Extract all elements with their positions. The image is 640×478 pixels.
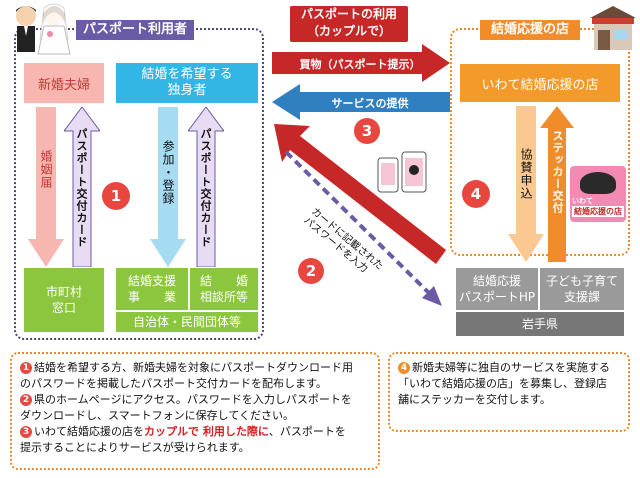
note-3-emph: カップルで 利用した際に [144,425,269,438]
phone-icon [376,150,436,196]
note-1-num: 1 [20,362,32,374]
single-label-line2: 独身者 [167,83,207,98]
note-2-num: 2 [20,394,32,406]
shop-icon [588,4,638,52]
participation-label: 参加・登録 [161,140,175,205]
cooperation-label: 協賛申込 [519,148,533,200]
download-arrow [270,118,450,268]
step-1-circle: 1 [102,182,130,210]
center-title-line2: （カップルで） [306,24,391,38]
marriage-registration-arrow [28,107,64,267]
hp-line1: 結婚応援 [472,274,521,288]
hp-line2: パスポートHP [458,290,536,304]
childcare-line2: 支援課 [563,290,600,304]
right-header: 結婚応援の店 [480,20,580,40]
step-3-circle: 3 [354,118,380,144]
passport-card-arrow-1 [63,106,101,268]
note-1-line1: 結婚を希望する方、新婚夫婦を対象にパスポートダウンロード用 [34,361,353,374]
password-arrow [282,148,446,310]
note-3-post: 、パスポートを [268,425,346,438]
consultation-box: 結 婚 相談所等 [190,268,258,310]
childcare-division-box: 子ども子育て 支援課 [540,268,624,310]
shopping-arrow [272,44,450,82]
note-4-line1: 新婚夫婦等に独自のサービスを実施する [412,361,610,374]
single-person-box: 結婚を希望する 独身者 [116,63,258,103]
step-4-circle: 4 [462,180,490,208]
store-box: いわて結婚応援の店 [460,64,620,102]
passport-card-label-2: パスポート交付カード [199,128,212,248]
participation-arrow [150,107,186,267]
center-title-line1: パスポートの利用 [300,7,397,21]
sticker-text-line2: 結婚応援の店 [572,206,624,217]
service-label: サービスの提供 [331,97,409,110]
note-4-num: 4 [398,362,410,374]
note-4b: 「いわて結婚応援の店」を募集し、登録店 [398,377,607,390]
prefecture-box: 岩手県 [456,312,624,336]
sticker-text-line1: いわて [572,197,593,205]
step-2-circle: 2 [298,258,324,284]
note-2b: ダウンロードし、スマートフォンに保存してください。 [20,409,295,422]
note-3-num: 3 [20,426,32,438]
passport-card-arrow-2 [187,106,225,268]
support-line2: 事 業 [127,290,176,304]
municipality-box: 市町村 窓口 [24,268,104,332]
newlywed-box: 新婚夫婦 [24,63,104,103]
note-3b: 提示することによりサービスが受けられます。 [20,441,250,454]
consult-line1: 結 婚 [199,274,248,288]
left-header: パスポート利用者 [76,20,194,40]
note-1b: のパスワードを掲載したパスポート交付カードを配布します。 [20,377,327,390]
passport-hp-box: 結婚応援 パスポートHP [456,268,538,310]
center-title: パスポートの利用 （カップルで） [290,6,408,42]
support-line1: 結婚支援 [127,274,176,288]
sticker-label: ステッカー交付 [551,130,564,214]
passport-card-label-1: パスポート交付カード [75,128,88,248]
municipality-line1: 市町村 [45,285,82,299]
municipality-line2: 窓口 [51,301,76,315]
cooperation-arrow [508,106,544,262]
note-4c: 舗にステッカーを交付します。 [398,393,551,406]
sticker-arrow [540,106,574,262]
shopping-label: 買物（パスポート提示） [299,58,421,71]
couple-icon [6,0,76,56]
consult-line2: 相談所等 [199,290,248,304]
single-label-line1: 結婚を希望する [141,67,233,82]
organizations-box: 自治体・民間団体等 [116,312,258,332]
note-2-line1: 県のホームページにアクセス。パスワードを入力しパスポートを [34,393,352,406]
sticker-icon: いわて 結婚応援の店 [570,166,626,222]
marriage-support-box: 結婚支援 事 業 [116,268,188,310]
service-arrow [272,84,450,120]
childcare-line1: 子ども子育て [545,274,618,288]
marriage-registration-label: 婚姻届 [39,150,53,189]
note-3-pre: いわて結婚応援の店を [34,425,144,438]
